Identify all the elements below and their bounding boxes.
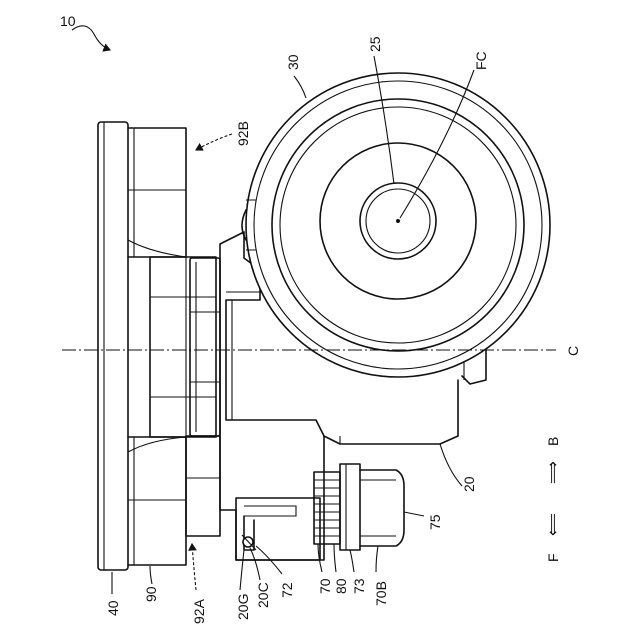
base-block bbox=[128, 128, 216, 565]
wheel bbox=[242, 73, 550, 377]
label-70: 70 bbox=[317, 578, 333, 594]
label-fitting: 75 bbox=[427, 514, 443, 530]
label-70B: 70B bbox=[373, 581, 389, 606]
label-assembly: 10 bbox=[60, 13, 76, 29]
direction-front-arrow: ⟸ bbox=[543, 513, 562, 536]
base-plate bbox=[98, 122, 128, 570]
small-fitting bbox=[242, 516, 256, 550]
label-80: 80 bbox=[333, 578, 349, 594]
label-wheel: 30 bbox=[285, 54, 301, 70]
direction-front-label: F bbox=[545, 553, 561, 562]
label-wheel-center: FC bbox=[473, 51, 489, 70]
threaded-connector bbox=[314, 464, 404, 550]
direction-legend: F ⟸ ⟹ B bbox=[543, 437, 562, 562]
label-20C: 20C bbox=[255, 582, 271, 608]
label-base-plate: 40 bbox=[105, 600, 121, 616]
direction-back-label: B bbox=[545, 437, 561, 446]
label-72: 72 bbox=[279, 582, 295, 598]
label-bracket: 20 bbox=[461, 476, 477, 492]
label-92B: 92B bbox=[235, 121, 251, 146]
label-73: 73 bbox=[351, 578, 367, 594]
label-base: 90 bbox=[143, 586, 159, 602]
direction-back-arrow: ⟹ bbox=[543, 461, 562, 484]
label-hub: 25 bbox=[367, 36, 383, 52]
label-centerline: C bbox=[565, 346, 581, 356]
label-20G: 20G bbox=[235, 594, 251, 620]
label-92A: 92A bbox=[191, 598, 207, 624]
